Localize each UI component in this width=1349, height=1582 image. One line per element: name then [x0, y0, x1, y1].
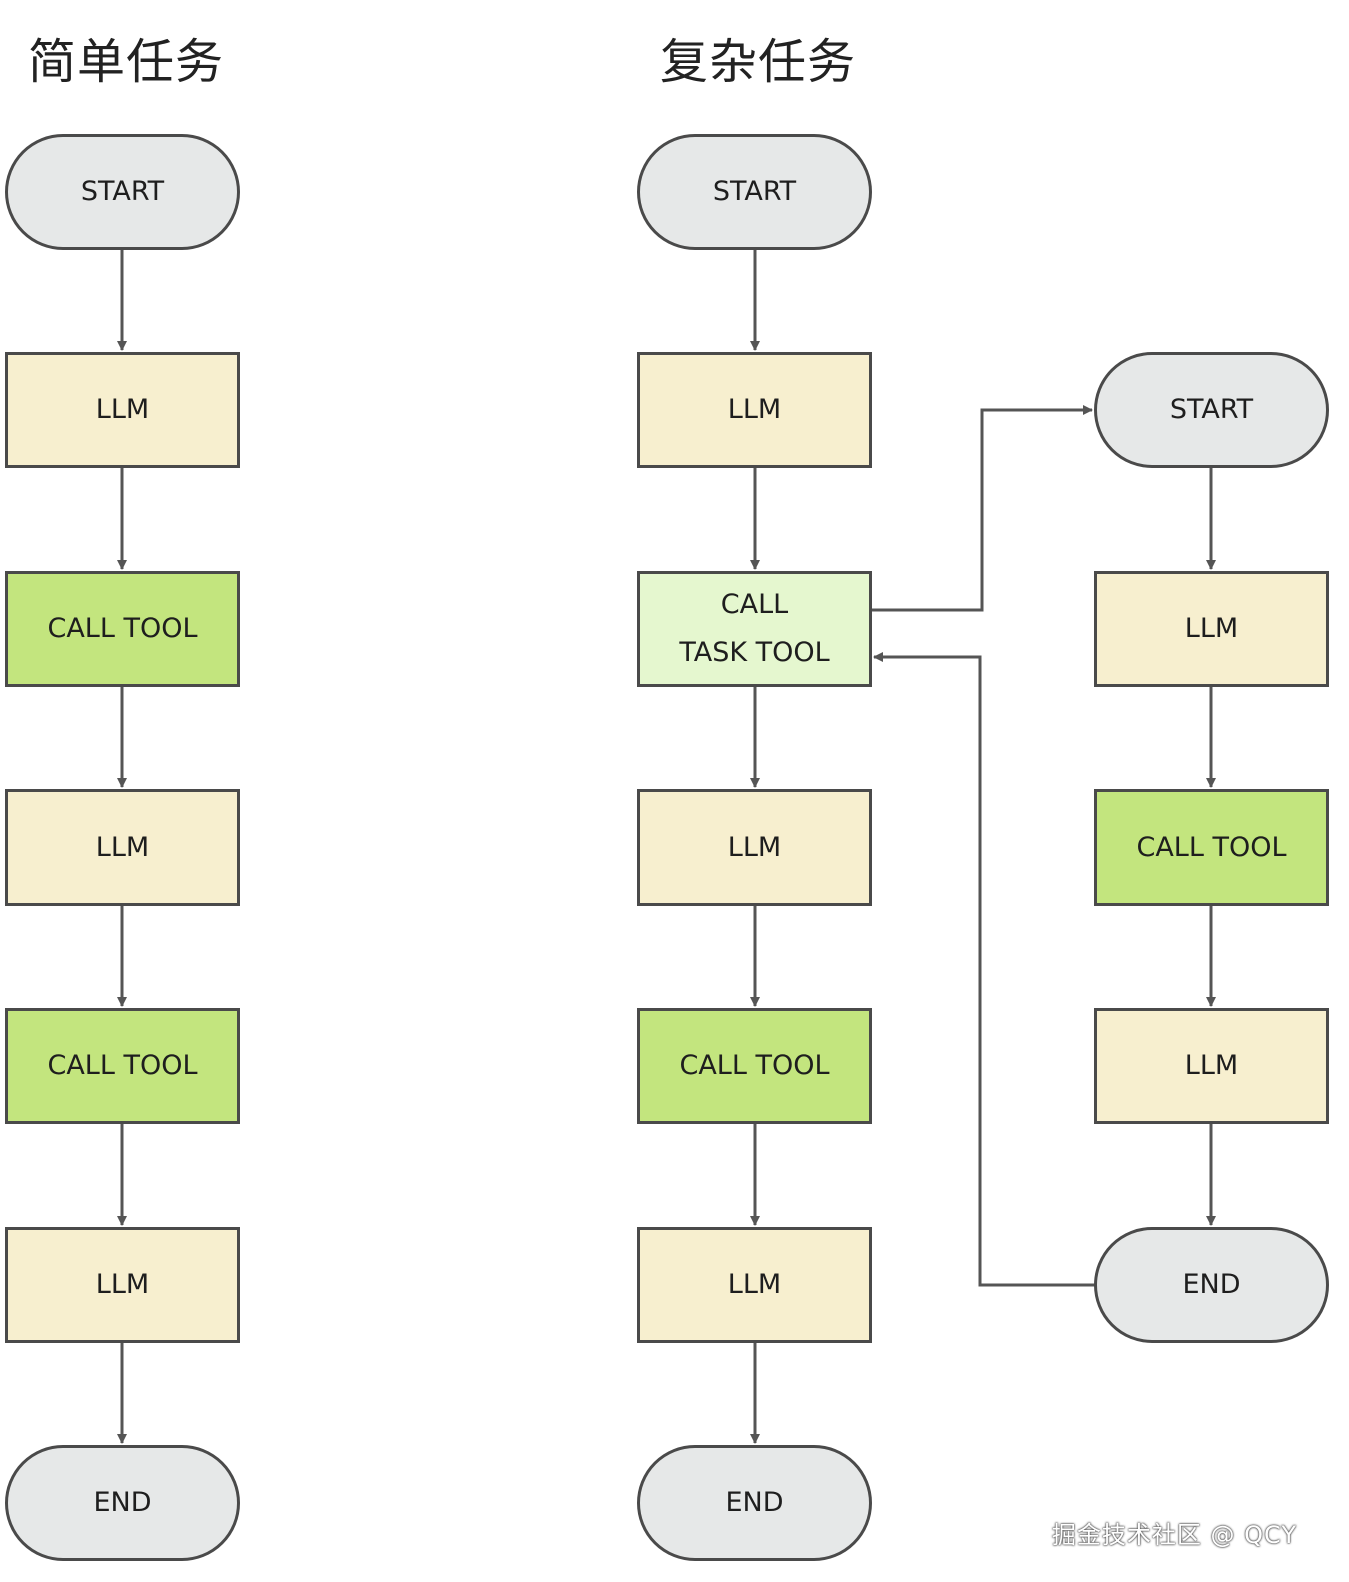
watermark: 掘金技术社区 @ QCY [1051, 1521, 1297, 1549]
complex-end-node: END [637, 1445, 872, 1561]
complex-llm-node: LLM [637, 1227, 872, 1343]
sub-end-node: END [1094, 1227, 1329, 1343]
simple-llm-node: LLM [5, 352, 240, 468]
simple-start-node: START [5, 134, 240, 250]
complex-llm-node: LLM [637, 789, 872, 906]
simple-call-tool-node: CALL TOOL [5, 571, 240, 687]
sub-end-to-task-arrow [873, 652, 1095, 1287]
complex-call-tool-node: CALL TOOL [637, 1008, 872, 1124]
task-tool-line-2: TASK TOOL [679, 637, 830, 668]
sub-call-tool-node: CALL TOOL [1094, 789, 1329, 906]
simple-task-title: 简单任务 [28, 34, 225, 90]
complex-task-title: 复杂任务 [660, 34, 857, 90]
sub-llm-node: LLM [1094, 1008, 1329, 1124]
simple-call-tool-node: CALL TOOL [5, 1008, 240, 1124]
simple-llm-node: LLM [5, 789, 240, 906]
complex-start-node: START [637, 134, 872, 250]
sub-llm-node: LLM [1094, 571, 1329, 687]
call-task-tool-node: CALL TASK TOOL [637, 571, 872, 687]
simple-llm-node: LLM [5, 1227, 240, 1343]
sub-start-node: START [1094, 352, 1329, 468]
task-tool-line-1: CALL [720, 589, 789, 620]
simple-end-node: END [5, 1445, 240, 1561]
task-to-sub-start-arrow [872, 405, 1093, 612]
complex-llm-node: LLM [637, 352, 872, 468]
